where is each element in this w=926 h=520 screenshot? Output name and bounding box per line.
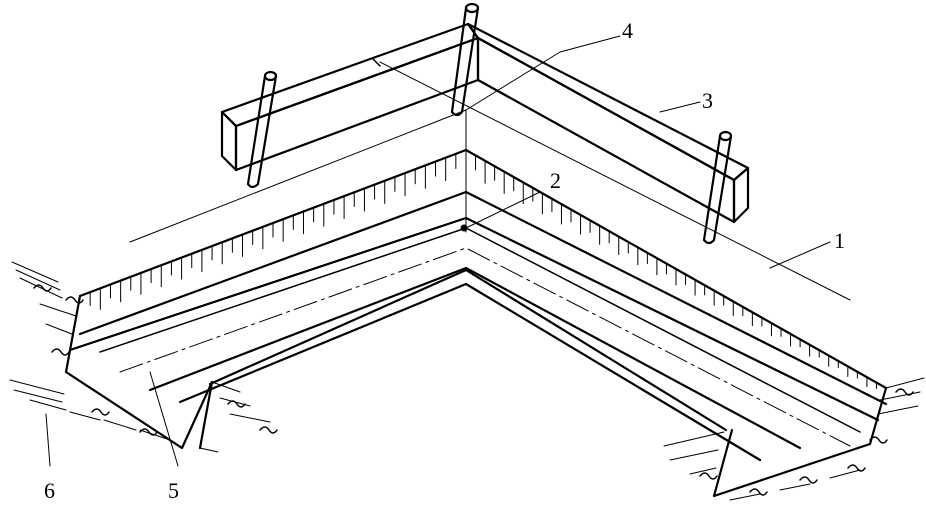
stake-center	[450, 2, 480, 117]
leader-3	[659, 101, 701, 113]
leader-6	[45, 413, 51, 467]
label-3: 3	[702, 88, 713, 113]
leader-2	[465, 191, 541, 229]
label-1: 1	[834, 228, 845, 253]
trench-outer-top-edge	[78, 148, 888, 390]
leader-4	[559, 35, 621, 53]
soil-marks	[33, 284, 914, 496]
label-6: 6	[44, 478, 55, 503]
trench-floor-line-2	[99, 227, 861, 433]
ground-hatching	[9, 261, 925, 501]
right-end-section	[712, 386, 888, 498]
batter-board-right-face	[476, 36, 736, 224]
trench-floor-line-1	[68, 216, 880, 422]
string-line-left	[129, 109, 467, 243]
corner-point-marker	[460, 224, 468, 232]
slope-hatching	[89, 153, 877, 389]
batter-board	[220, 22, 750, 224]
leaders	[45, 35, 831, 467]
trench-inner-line-1	[148, 266, 802, 450]
inner-ground-edge	[208, 268, 728, 432]
trench-center-axis	[119, 247, 851, 447]
string-lines	[129, 61, 851, 301]
stake-right	[702, 130, 733, 245]
stakes	[246, 2, 733, 245]
trench-slope-edge	[78, 190, 888, 406]
string-line-right	[379, 61, 851, 301]
stake-left	[246, 70, 278, 189]
batter-board-notch	[371, 57, 381, 67]
leader-1	[769, 241, 831, 269]
trench	[64, 148, 888, 498]
batter-board-left-end	[220, 110, 238, 172]
left-end-section	[64, 294, 214, 450]
leader-5	[149, 371, 179, 467]
left-end-inner-wall	[198, 380, 214, 450]
label-5: 5	[168, 478, 179, 503]
label-4: 4	[622, 18, 633, 43]
trench-inner-line-2	[178, 282, 762, 462]
label-2: 2	[550, 168, 561, 193]
batter-board-right-end	[732, 166, 750, 224]
